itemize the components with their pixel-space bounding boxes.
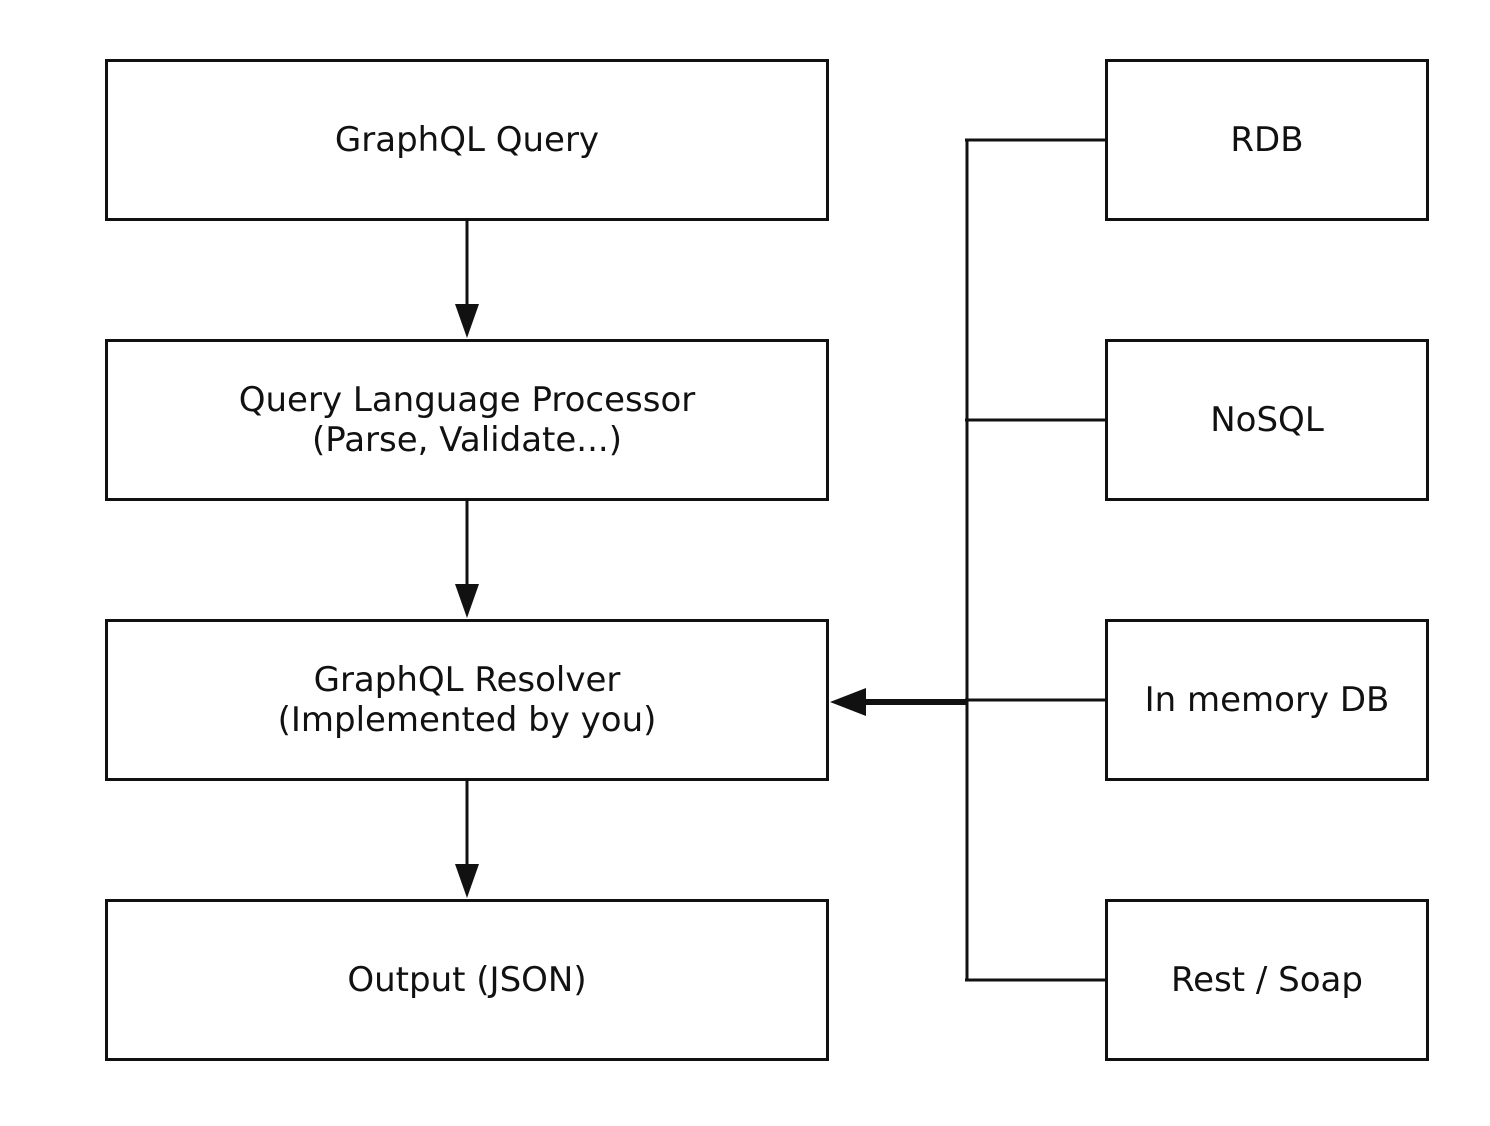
query-processor-subtitle: (Parse, Validate...) — [311, 420, 622, 460]
source-inmemory-box: In memory DB — [1105, 619, 1429, 781]
query-processor-box: Query Language Processor (Parse, Validat… — [105, 339, 829, 501]
source-nosql-label: NoSQL — [1210, 400, 1324, 440]
output-json-label: Output (JSON) — [347, 960, 587, 1000]
graphql-resolver-subtitle: (Implemented by you) — [277, 700, 657, 740]
source-rest-soap-box: Rest / Soap — [1105, 899, 1429, 1061]
arrowhead-processor-to-resolver — [455, 584, 479, 618]
graphql-resolver-box: GraphQL Resolver (Implemented by you) — [105, 619, 829, 781]
query-processor-title: Query Language Processor — [238, 380, 696, 420]
graphql-resolver-title: GraphQL Resolver — [313, 660, 621, 700]
arrowhead-bus-to-resolver — [830, 688, 866, 716]
arrowhead-query-to-processor — [455, 304, 479, 338]
arrowhead-resolver-to-output — [455, 864, 479, 898]
source-rdb-label: RDB — [1230, 120, 1304, 160]
source-nosql-box: NoSQL — [1105, 339, 1429, 501]
source-inmemory-label: In memory DB — [1144, 680, 1390, 720]
source-rdb-box: RDB — [1105, 59, 1429, 221]
graphql-query-box: GraphQL Query — [105, 59, 829, 221]
source-rest-soap-label: Rest / Soap — [1171, 960, 1363, 1000]
output-json-box: Output (JSON) — [105, 899, 829, 1061]
graphql-query-label: GraphQL Query — [334, 120, 600, 160]
